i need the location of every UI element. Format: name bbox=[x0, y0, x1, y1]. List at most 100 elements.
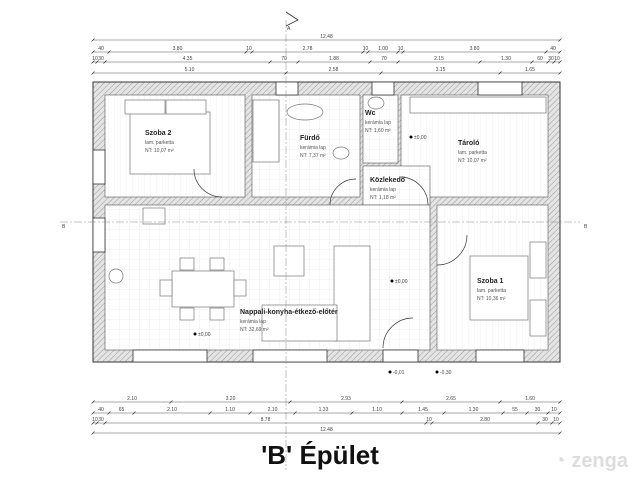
dimension-tick bbox=[91, 411, 95, 415]
dimension-label: 12.48 bbox=[320, 34, 333, 40]
room-name: Szoba 2 bbox=[145, 130, 172, 137]
dimension-tick bbox=[558, 431, 562, 435]
dimension-tick bbox=[401, 50, 405, 54]
level-marker-icon bbox=[435, 370, 439, 374]
dimension-tick bbox=[95, 60, 99, 64]
dimension-label: 55 bbox=[512, 407, 518, 413]
dimension-label: 2.10 bbox=[127, 396, 137, 402]
room-floor-kozlekedo bbox=[362, 165, 431, 206]
room-net-area: NT: 10,36 m² bbox=[477, 296, 506, 302]
dimension-tick bbox=[91, 60, 95, 64]
dimension-tick bbox=[536, 421, 540, 425]
dimension-tick bbox=[498, 400, 502, 404]
dimension-label: 1.65 bbox=[525, 67, 535, 73]
dimension-tick bbox=[91, 71, 95, 75]
dimension-label: 10 bbox=[554, 56, 560, 62]
dimension-label: 1.33 bbox=[319, 407, 329, 413]
dimension-label: 1.88 bbox=[329, 56, 339, 62]
dimension-label: 1.30 bbox=[501, 56, 511, 62]
furniture bbox=[108, 96, 547, 342]
level-label: -0,30 bbox=[440, 370, 452, 376]
room-net-area: NT: 7,37 m² bbox=[300, 153, 326, 159]
dimension-tick bbox=[558, 60, 562, 64]
section-marker-left: B bbox=[62, 224, 66, 230]
dimension-label: 1.10 bbox=[225, 407, 235, 413]
dimension-label: 10 bbox=[398, 46, 404, 52]
level-label: ±0,00 bbox=[395, 279, 408, 285]
dimension-tick bbox=[546, 60, 550, 64]
dimension-tick bbox=[361, 50, 365, 54]
dimension-label: 40 bbox=[98, 46, 104, 52]
dimension-tick bbox=[91, 400, 95, 404]
dimension-label: 40 bbox=[98, 407, 104, 413]
dimension-label: 70 bbox=[281, 56, 287, 62]
dimension-label: 10 bbox=[363, 46, 369, 52]
dimension-tick bbox=[368, 60, 372, 64]
dimension-tick bbox=[558, 411, 562, 415]
dimension-tick bbox=[103, 421, 107, 425]
dimension-tick bbox=[546, 411, 550, 415]
dimension-tick bbox=[424, 421, 428, 425]
dimension-label: 2.15 bbox=[434, 56, 444, 62]
level-label: ±0,00 bbox=[198, 332, 211, 338]
dimension-tick bbox=[91, 421, 95, 425]
dimension-tick bbox=[244, 50, 248, 54]
dimension-label: 10 bbox=[551, 407, 557, 413]
dimension-tick bbox=[379, 71, 383, 75]
dimension-tick bbox=[288, 400, 292, 404]
dimension-tick bbox=[248, 411, 252, 415]
dimension-tick bbox=[544, 50, 548, 54]
dimension-label: 40 bbox=[550, 46, 556, 52]
dimension-label: 65 bbox=[119, 407, 125, 413]
windows bbox=[92, 81, 525, 363]
dimension-tick bbox=[91, 431, 95, 435]
dimension-label: 1.45 bbox=[418, 407, 428, 413]
dimension-label: 10 bbox=[553, 417, 559, 423]
dimension-label: 2.58 bbox=[329, 67, 339, 73]
dimension-tick bbox=[268, 60, 272, 64]
dimension-tick bbox=[107, 411, 111, 415]
dimension-label: 70 bbox=[381, 56, 387, 62]
dimension-tick bbox=[558, 50, 562, 54]
dimension-tick bbox=[107, 50, 111, 54]
dimension-label: 2.80 bbox=[480, 417, 490, 423]
room-floor-material: lam. parketta bbox=[145, 140, 174, 146]
dimension-tick bbox=[501, 411, 505, 415]
logo-text: zenga bbox=[571, 450, 628, 472]
room-name: Fürdő bbox=[300, 135, 320, 142]
dimension-label: 10 bbox=[426, 417, 432, 423]
dimension-tick bbox=[478, 60, 482, 64]
room-floor-material: kerámia lap bbox=[300, 145, 326, 151]
room-floor-material: kerámia lap bbox=[240, 319, 266, 325]
dimension-tick bbox=[169, 400, 173, 404]
dimension-label: 3.15 bbox=[436, 67, 446, 73]
zenga-logo: ◔ zenga bbox=[553, 450, 628, 472]
dimension-label: 30 bbox=[98, 56, 104, 62]
dimension-label: 2.10 bbox=[167, 407, 177, 413]
room-name: Wc bbox=[365, 110, 376, 117]
dimension-tick bbox=[350, 411, 354, 415]
room-floor-material: kerámia lap bbox=[370, 187, 396, 193]
dimension-tick bbox=[250, 50, 254, 54]
dimension-tick bbox=[400, 411, 404, 415]
dimension-label: 12.48 bbox=[320, 427, 333, 433]
dimension-label: 30 bbox=[548, 56, 554, 62]
dimension-label: 1.00 bbox=[378, 46, 388, 52]
dimension-label: 10 bbox=[92, 56, 98, 62]
dimension-tick bbox=[396, 50, 400, 54]
room-floor-material: kerámia lap bbox=[365, 120, 391, 126]
dimension-label: 30 bbox=[542, 417, 548, 423]
dimension-label: 30 bbox=[535, 407, 541, 413]
doors bbox=[193, 168, 468, 349]
room-net-area: NT: 32,69 m² bbox=[240, 327, 269, 333]
dimension-tick bbox=[430, 421, 434, 425]
dimension-label: 2.93 bbox=[341, 396, 351, 402]
section-marker-label: A bbox=[287, 26, 291, 32]
level-marker-icon bbox=[390, 279, 394, 283]
dimension-tick bbox=[552, 60, 556, 64]
dimension-tick bbox=[208, 411, 212, 415]
dimension-label: 1.10 bbox=[372, 407, 382, 413]
dimension-label: 3.80 bbox=[470, 46, 480, 52]
dimension-tick bbox=[558, 38, 562, 42]
